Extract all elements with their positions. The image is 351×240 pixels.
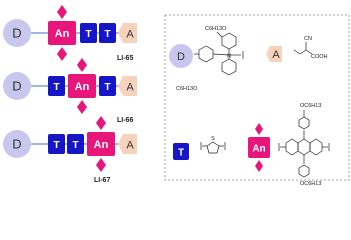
donor-substituent-left: C6H13O: [176, 86, 198, 92]
nitrogen-atom: N: [227, 54, 231, 60]
legend-thiophene-label: T: [178, 148, 184, 159]
donor-label: D: [12, 79, 21, 94]
molecule-caption: LI-66: [117, 117, 133, 124]
acceptor-node: [118, 76, 137, 96]
legend-donor: D N C6H13O C6H13O: [169, 26, 244, 92]
diagram-canvas: D An T T A LI-65 D T An T A LI-66 D T: [3, 5, 350, 187]
legend-anthracene-label: An: [252, 144, 265, 155]
anthracene-substituent-down: [96, 158, 106, 172]
acceptor-cooh: COOH: [311, 54, 328, 60]
anthracene-label: An: [75, 81, 90, 93]
donor-node: [3, 130, 31, 158]
donor-label: D: [12, 137, 21, 152]
thiophene-node: [67, 134, 84, 154]
legend-donor-node: [169, 44, 193, 68]
triphenylamine-structure: [194, 31, 244, 76]
legend-anthracene-node: [248, 137, 270, 158]
thiophene-label: T: [104, 29, 110, 40]
molecule-li-65: D An T T A LI-65: [3, 5, 137, 62]
thiophene-node: [48, 76, 65, 96]
acceptor-node: [118, 134, 137, 154]
thiophene-label: T: [85, 29, 91, 40]
donor-node: [3, 72, 31, 100]
acceptor-node: [118, 23, 137, 43]
anthracene-label: An: [55, 28, 70, 40]
donor-label: D: [12, 26, 21, 41]
legend-anthracene-sub-down: [255, 160, 263, 172]
legend-anthracene: An OC6H13 OC6H13: [248, 103, 330, 187]
anthracene-substituent-up: [57, 5, 67, 19]
legend-thiophene-node: [173, 143, 189, 160]
thiophene-sulfur: S: [211, 136, 215, 142]
thiophene-label: T: [53, 140, 59, 151]
thiophene-node: [48, 134, 65, 154]
anthracene-label: An: [94, 139, 109, 151]
thiophene-node: [80, 23, 97, 43]
acceptor-label: A: [126, 82, 134, 94]
donor-node: [3, 19, 31, 47]
anthracene-substituent-up: [96, 116, 106, 130]
anthracene-node: [48, 21, 76, 45]
molecule-li-67: D T T An A LI-67: [3, 116, 137, 184]
anthracene-substituent-top: OC6H13: [300, 103, 321, 109]
anthracene-substituent-up: [77, 58, 87, 72]
legend-acceptor-label: A: [272, 49, 280, 61]
anthracene-substituent-bottom: OC6H13: [300, 181, 321, 187]
cyanoacrylic-structure: [293, 42, 313, 55]
legend-acceptor-node: [266, 46, 282, 62]
anthracene-node: [68, 74, 96, 98]
thiophene-structure: [200, 141, 226, 154]
legend-thiophene: T S: [173, 136, 226, 160]
anthracene-structure: [278, 110, 330, 178]
anthracene-substituent-down: [57, 47, 67, 61]
thiophene-label: T: [104, 82, 110, 93]
thiophene-label: T: [53, 82, 59, 93]
acceptor-cn: CN: [304, 36, 312, 42]
thiophene-node: [99, 23, 116, 43]
thiophene-node: [99, 76, 116, 96]
acceptor-label: A: [126, 140, 134, 152]
legend-box: [164, 14, 350, 181]
molecule-caption: LI-67: [94, 177, 110, 184]
legend-donor-label: D: [177, 51, 185, 63]
anthracene-substituent-down: [77, 100, 87, 114]
anthracene-node: [87, 132, 115, 156]
legend-anthracene-sub-up: [255, 123, 263, 135]
molecule-caption: LI-65: [117, 55, 133, 62]
acceptor-label: A: [126, 29, 134, 41]
thiophene-label: T: [72, 140, 78, 151]
molecule-li-66: D T An T A LI-66: [3, 58, 137, 124]
donor-substituent-top: C6H13O: [205, 26, 227, 32]
legend-acceptor: A CN COOH: [266, 36, 328, 62]
